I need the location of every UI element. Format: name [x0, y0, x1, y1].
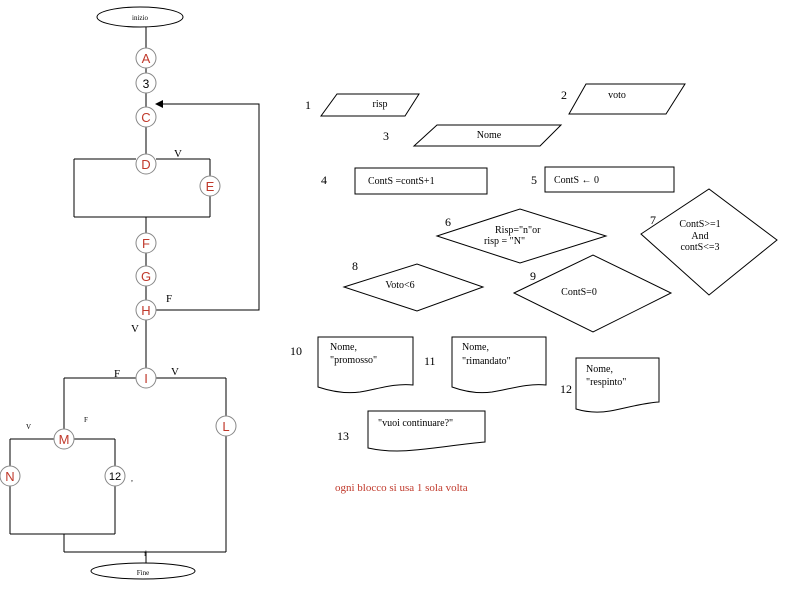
block-9-text: ContS=0 [561, 287, 597, 298]
block-1-text: risp [373, 99, 388, 110]
node-d-label: D [141, 157, 150, 172]
node-n: N [0, 465, 21, 487]
node-g: G [135, 265, 157, 287]
block-texts: 1 risp 2 voto 3 Nome 4 ContS =contS+1 5 … [290, 88, 721, 443]
h-true-label: V [131, 323, 139, 335]
i-true-label: V [171, 366, 179, 378]
end-label: Fine [137, 569, 149, 577]
node-c: C [135, 106, 157, 128]
block-12-line2: "respinto" [586, 377, 626, 388]
node-12-label: 12 [109, 471, 121, 483]
block-8-number: 8 [352, 259, 358, 273]
block-2-input [568, 83, 686, 115]
block-6-line2: risp = "N" [484, 236, 525, 247]
block-2-text: voto [608, 90, 626, 101]
node-3-label: 3 [143, 77, 150, 91]
node-g-label: G [141, 269, 151, 284]
block-11-line1: Nome, [462, 342, 489, 353]
block-1-input [320, 93, 420, 117]
block-11-output [451, 336, 547, 394]
block-10-number: 10 [290, 344, 302, 358]
block-3-input [412, 124, 563, 147]
block-12-output [575, 357, 660, 413]
node-e: E [199, 175, 221, 197]
block-13-number: 13 [337, 429, 349, 443]
block-10-output [317, 336, 414, 394]
node-a-label: A [142, 51, 151, 66]
node-n-label: N [5, 469, 14, 484]
block-11-line2: "rimandato" [462, 356, 511, 367]
block-5-process [544, 166, 675, 193]
node-h: H [135, 299, 157, 321]
block-10-line1: Nome, [330, 342, 357, 353]
m-false-label: F [84, 416, 88, 424]
node-3: 3 [135, 72, 157, 94]
block-11-number: 11 [424, 354, 436, 368]
block-6-line1: Risp="n"or [495, 225, 541, 236]
block-2-number: 2 [561, 88, 567, 102]
small-mark: , [131, 474, 133, 483]
block-8-decision [342, 263, 485, 312]
block-6-decision [435, 208, 608, 264]
bottom-mark: f [144, 550, 147, 558]
node-l: L [215, 415, 237, 437]
block-5-number: 5 [531, 173, 537, 187]
node-i-label: I [144, 371, 148, 386]
block-12-number: 12 [560, 382, 572, 396]
block-10-line2: "promosso" [330, 355, 377, 366]
end-terminator [90, 562, 196, 580]
h-false-label: F [166, 293, 172, 305]
block-1-number: 1 [305, 98, 311, 112]
start-label: inizio [132, 14, 148, 22]
node-m: M [53, 428, 75, 450]
branch-labels: V F V F V V F , f [26, 148, 182, 558]
block-13-text: "vuoi continuare?" [378, 418, 453, 429]
node-f-label: F [142, 236, 150, 251]
block-3-text: Nome [477, 130, 502, 141]
block-7-number: 7 [650, 213, 656, 227]
block-12-line1: Nome, [586, 364, 613, 375]
block-5-text: ContS ← 0 [554, 175, 599, 186]
start-terminator [96, 6, 184, 28]
i-false-label: F [114, 368, 120, 380]
node-a: A [135, 47, 157, 69]
node-h-label: H [141, 303, 150, 318]
node-i: I [135, 367, 157, 389]
node-l-label: L [222, 419, 229, 434]
d-true-label: V [174, 148, 182, 160]
block-palette [317, 83, 778, 452]
m-true-label: V [26, 423, 31, 431]
block-13-output [367, 410, 486, 452]
node-e-label: E [206, 179, 215, 194]
node-m-label: M [59, 432, 70, 447]
block-6-number: 6 [445, 215, 451, 229]
flowchart-nodes: A 3 C D E F G H [0, 47, 237, 487]
block-4-process [354, 167, 488, 195]
block-4-text: ContS =contS+1 [368, 176, 435, 187]
block-7-line3: contS<=3 [680, 242, 719, 253]
node-12: 12 [104, 465, 126, 487]
block-8-text: Voto<6 [385, 280, 414, 291]
block-7-line2: And [691, 231, 708, 242]
block-9-decision [512, 254, 673, 333]
block-4-number: 4 [321, 173, 327, 187]
node-c-label: C [141, 110, 150, 125]
usage-note: ogni blocco si usa 1 sola volta [335, 482, 468, 494]
node-d: D [135, 153, 157, 175]
node-f: F [135, 232, 157, 254]
block-7-decision [640, 188, 778, 296]
block-3-number: 3 [383, 129, 389, 143]
block-9-number: 9 [530, 269, 536, 283]
block-7-line1: ContS>=1 [679, 219, 720, 230]
flowchart-skeleton [9, 6, 260, 580]
